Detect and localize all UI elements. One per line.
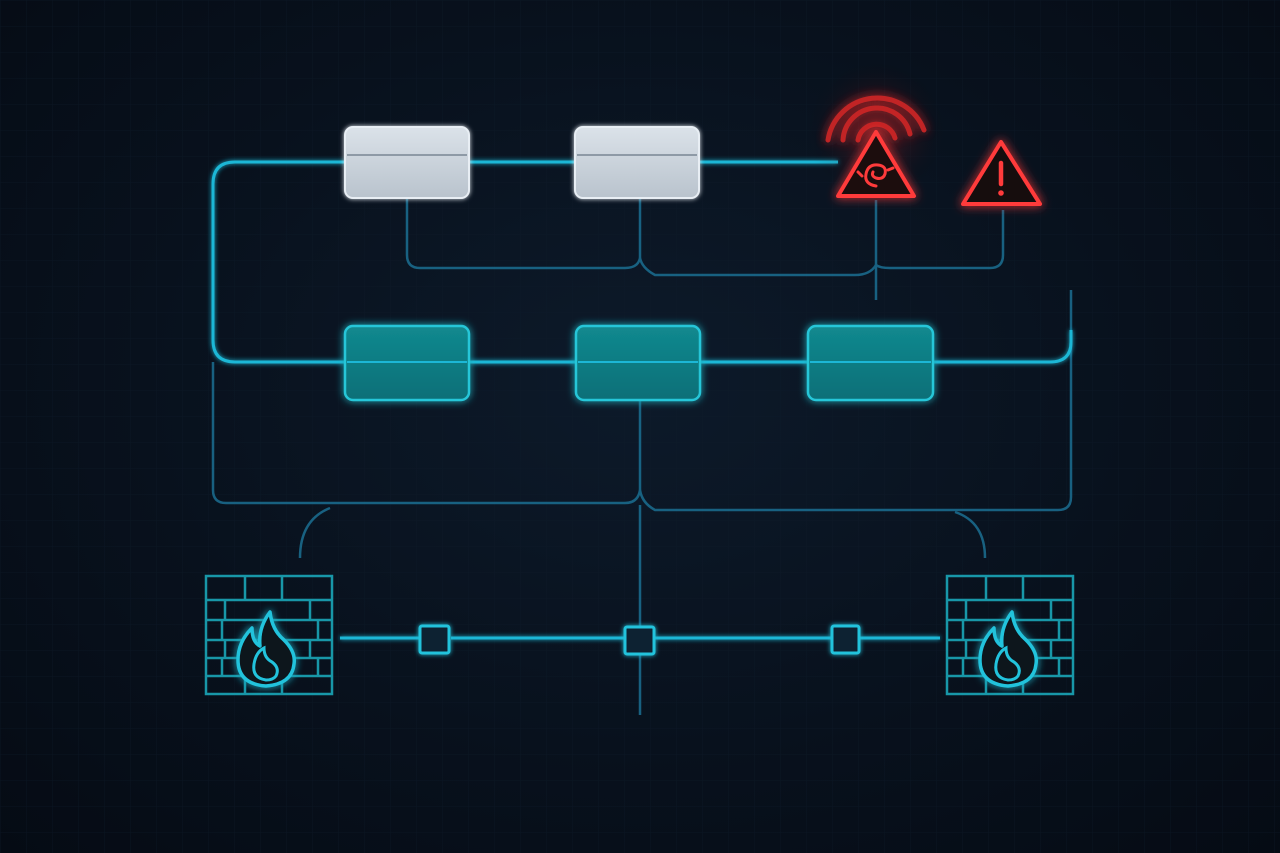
broadcast-waves-icon	[825, 95, 927, 143]
alert-warning[interactable]	[961, 140, 1042, 206]
server-mid-3[interactable]	[806, 324, 935, 402]
switch-1[interactable]	[418, 624, 451, 655]
server-top-1[interactable]	[344, 126, 470, 199]
switch-3[interactable]	[830, 624, 861, 655]
switch-2[interactable]	[623, 625, 656, 656]
flame-icon	[978, 610, 1039, 688]
alert-malware[interactable]	[806, 60, 946, 200]
firewall-left[interactable]	[204, 574, 334, 696]
server-mid-1[interactable]	[343, 324, 471, 402]
biohazard-warning-icon	[836, 130, 916, 198]
alert-halo	[806, 60, 946, 200]
server-mid-2[interactable]	[574, 324, 702, 402]
flame-icon	[236, 610, 297, 688]
firewall-right[interactable]	[945, 574, 1075, 696]
exclamation-warning-icon	[961, 140, 1042, 206]
secondary-links	[211, 198, 1073, 715]
server-top-2[interactable]	[574, 126, 700, 199]
